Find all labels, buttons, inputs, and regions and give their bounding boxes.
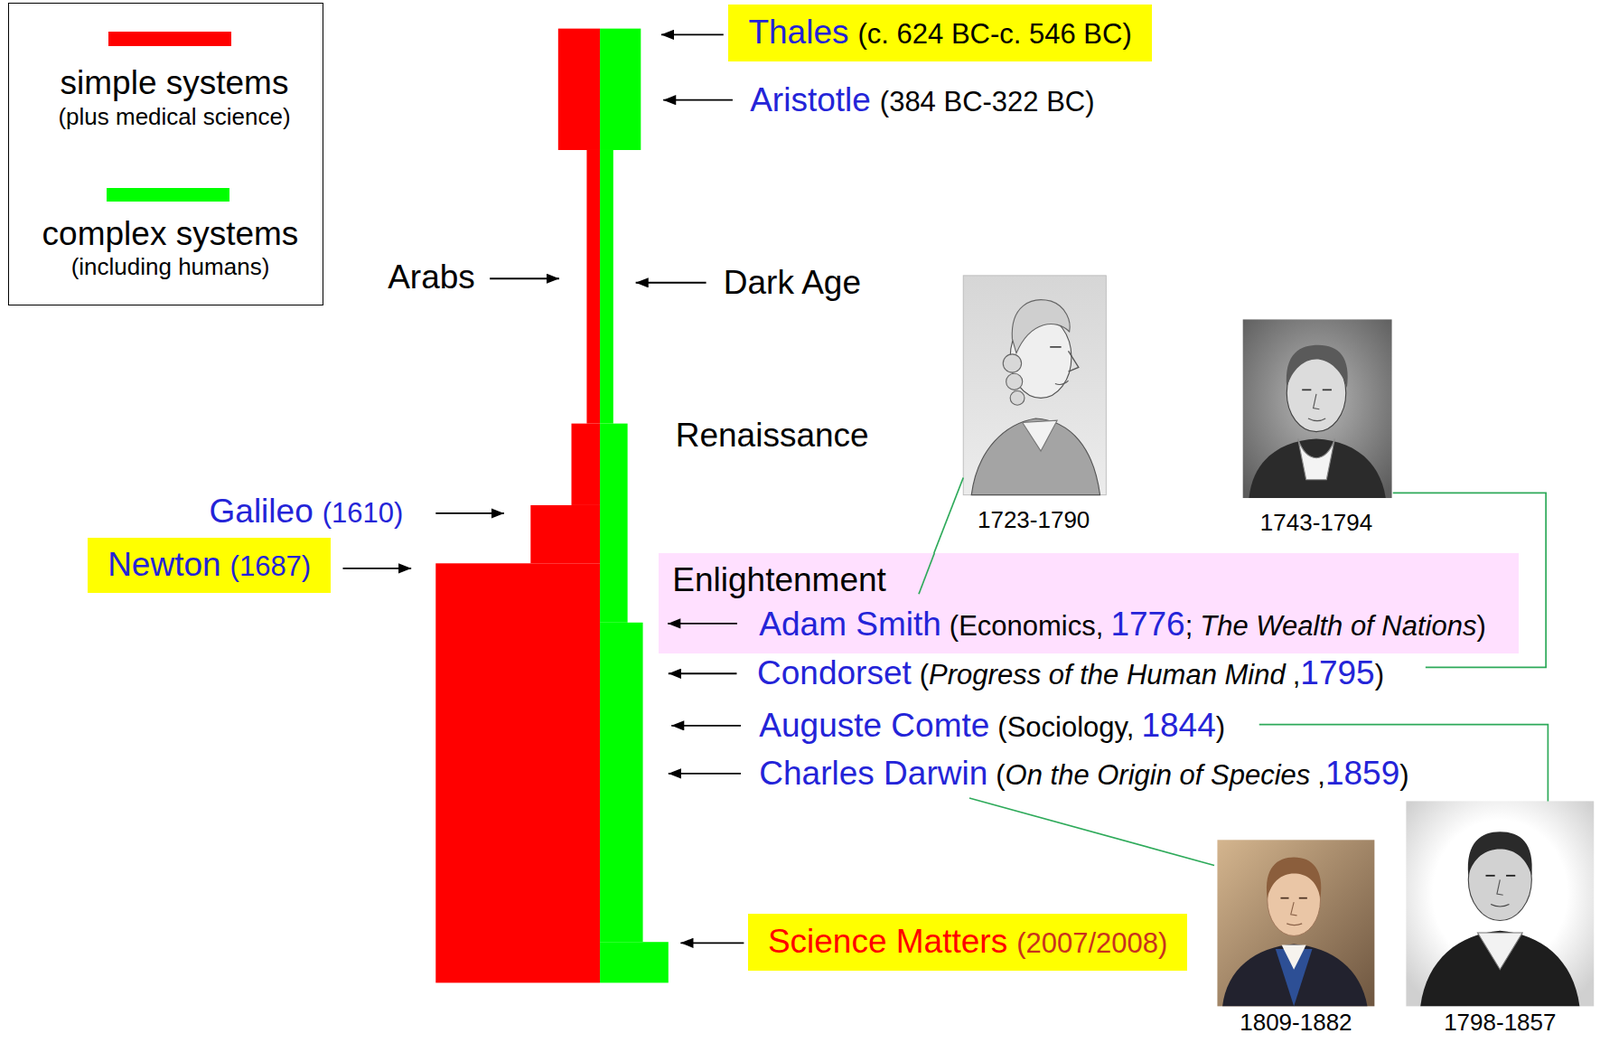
label-text: (2007/2008) bbox=[1016, 926, 1168, 960]
text-row: 1809-1882 bbox=[1239, 1009, 1352, 1037]
label-text: 1859 bbox=[1325, 754, 1400, 794]
label-text: Auguste Comte bbox=[758, 706, 990, 746]
label-text: Adam Smith bbox=[758, 605, 942, 645]
label-text: Thales bbox=[748, 13, 849, 53]
text-row: Science Matters(2007/2008) bbox=[767, 922, 1168, 962]
legend-swatch bbox=[108, 31, 233, 47]
label-text: ) bbox=[1476, 609, 1486, 643]
portrait-condorcet bbox=[1243, 318, 1393, 498]
legend-row: simple systems bbox=[60, 64, 290, 103]
legend-box: simple systems(plus medical science) comp… bbox=[8, 2, 324, 305]
label-text: ) bbox=[1216, 711, 1226, 744]
portrait-smith bbox=[963, 275, 1106, 496]
text-row: Condorset(Progress of the Human Mind,179… bbox=[757, 654, 1385, 693]
label-text: Charles Darwin bbox=[758, 754, 988, 794]
text-row: (plus medical science) bbox=[57, 103, 291, 131]
text-row: Charles Darwin(On the Origin of Species,… bbox=[758, 754, 1409, 794]
highlight-box: Newton (1687) bbox=[87, 537, 331, 593]
label-text: Newton bbox=[107, 545, 221, 585]
label-text: 1809-1882 bbox=[1239, 1009, 1352, 1037]
label-text: 1743-1794 bbox=[1260, 509, 1373, 537]
label-text: , bbox=[1292, 658, 1301, 692]
text-row: 1743-1794 bbox=[1260, 509, 1373, 537]
label-text: Enlightenment bbox=[672, 560, 887, 599]
label-text: (1687) bbox=[230, 550, 312, 583]
label-text: Progress of the Human Mind bbox=[928, 658, 1286, 692]
label-text: Galileo bbox=[209, 492, 314, 532]
text-row: Adam Smith(Economics,1776;The Wealth of … bbox=[758, 605, 1486, 645]
label-text: ( bbox=[919, 658, 929, 692]
simple-systems-bar bbox=[435, 28, 600, 983]
label-text: ) bbox=[1375, 658, 1385, 692]
text-row: (including humans) bbox=[71, 253, 271, 281]
era-band: EnlightenmentAdam Smith(Economics,1776;T… bbox=[658, 552, 1519, 654]
legend-swatch bbox=[106, 187, 230, 203]
label-text: 1723-1790 bbox=[977, 506, 1090, 534]
label-text: (plus medical science) bbox=[57, 103, 291, 131]
label-text: The Wealth of Nations bbox=[1199, 609, 1477, 643]
text-row: Aristotle(384 BC-322 BC) bbox=[749, 80, 1095, 120]
label-text: (1610) bbox=[322, 496, 404, 530]
text-row: Renaissance bbox=[675, 416, 870, 456]
label-text: complex systems bbox=[42, 214, 300, 253]
label-text: simple systems bbox=[60, 64, 290, 103]
label-text: ; bbox=[1185, 609, 1194, 643]
label-text: 1795 bbox=[1300, 654, 1375, 693]
label-text: 1844 bbox=[1141, 706, 1216, 746]
label-text: Science Matters bbox=[767, 922, 1008, 962]
text-row: Thales (c. 624 BC-c. 546 BC) bbox=[748, 13, 1132, 53]
label-text: 1798-1857 bbox=[1443, 1009, 1556, 1037]
label-text: (Economics, bbox=[949, 609, 1105, 643]
text-row: Auguste Comte(Sociology,1844) bbox=[758, 706, 1226, 746]
label-text: Dark Age bbox=[723, 263, 861, 303]
portrait-comte bbox=[1405, 800, 1594, 1006]
label-text: Arabs bbox=[387, 258, 476, 298]
label-text: (Sociology, bbox=[997, 711, 1134, 744]
legend-row: complex systems bbox=[42, 214, 300, 253]
label-text: (c. 624 BC-c. 546 BC) bbox=[858, 18, 1133, 51]
label-text: Aristotle bbox=[749, 80, 871, 120]
highlight-box: Science Matters(2007/2008) bbox=[748, 913, 1188, 971]
portrait-darwin bbox=[1216, 839, 1375, 1006]
label-text: On the Origin of Species bbox=[1005, 758, 1311, 792]
label-text: Renaissance bbox=[675, 416, 870, 456]
text-row: 1723-1790 bbox=[977, 506, 1090, 534]
text-row: Newton (1687) bbox=[107, 545, 311, 585]
label-text: (including humans) bbox=[71, 253, 271, 281]
label-text: Condorset bbox=[757, 654, 912, 693]
label-text: ) bbox=[1399, 758, 1409, 792]
label-text: 1776 bbox=[1110, 605, 1185, 645]
highlight-box: Thales (c. 624 BC-c. 546 BC) bbox=[728, 4, 1151, 62]
text-row: Arabs bbox=[387, 258, 476, 298]
complex-systems-bar bbox=[599, 28, 669, 983]
pointer-arrows bbox=[343, 34, 745, 943]
label-text: , bbox=[1317, 758, 1326, 792]
text-row: Galileo(1610) bbox=[209, 492, 404, 532]
text-row: Enlightenment bbox=[672, 560, 887, 599]
label-text: ( bbox=[995, 758, 1005, 792]
text-row: 1798-1857 bbox=[1443, 1009, 1556, 1037]
label-text: (384 BC-322 BC) bbox=[879, 84, 1095, 118]
text-row: Dark Age bbox=[723, 263, 861, 303]
